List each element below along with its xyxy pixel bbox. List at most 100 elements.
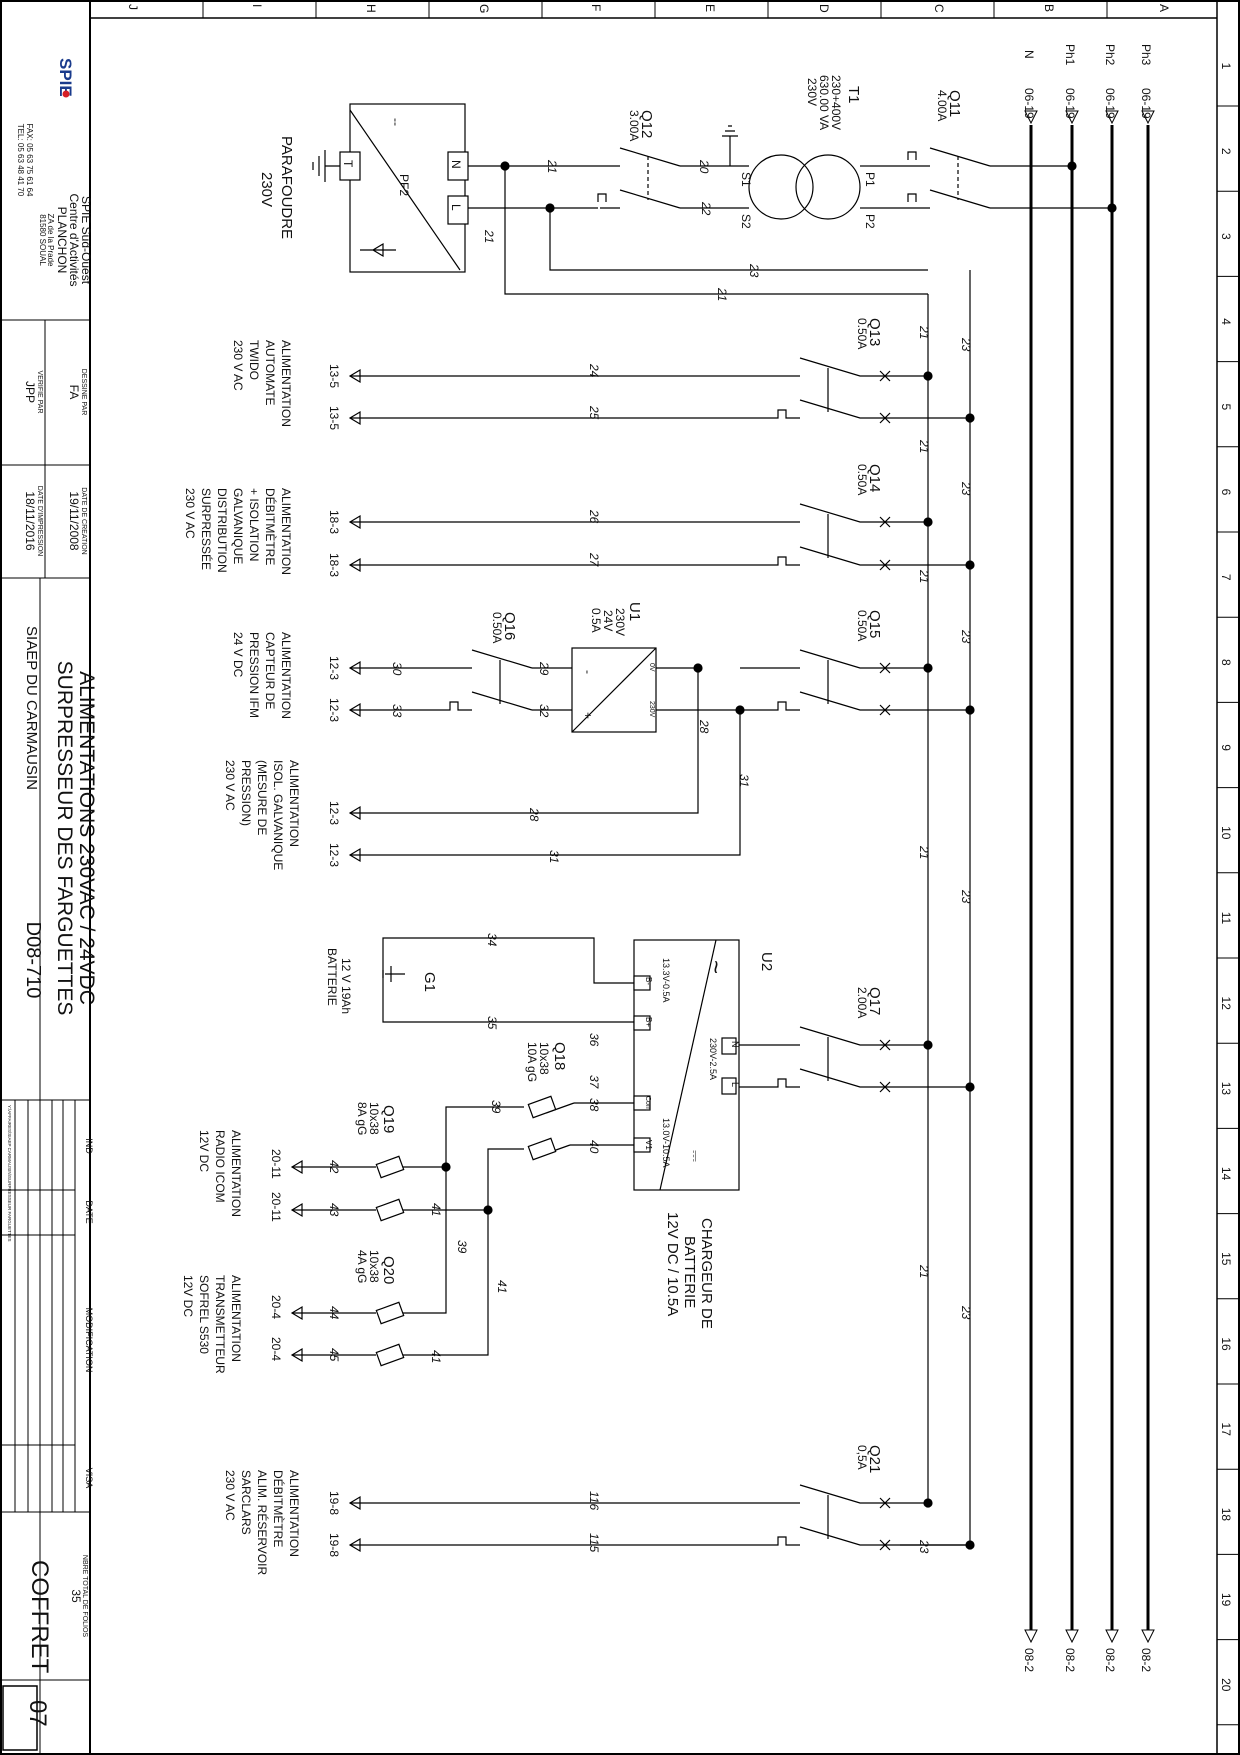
wire-number: 28: [697, 719, 711, 734]
load-caption-q13: ALIMENTATION: [279, 340, 293, 427]
wire-number: 26: [587, 509, 601, 524]
bus-n: N: [1022, 50, 1036, 59]
off-page-arrow: [348, 660, 361, 863]
main-buses: [1024, 110, 1155, 1644]
grid-row-h: H: [364, 4, 378, 13]
q19-rating: 8A gG: [355, 1102, 369, 1135]
rev-col-ind: IND: [84, 1138, 94, 1154]
branch-feed: [900, 521, 970, 566]
grid-row-e: E: [703, 4, 717, 12]
junction-dot: [965, 705, 975, 715]
pf2-dashes: --: [389, 118, 403, 126]
wire-number: 25: [587, 405, 601, 420]
wire-number: 23: [917, 1539, 931, 1554]
wire-number: 28: [527, 807, 541, 822]
company-line: 81580 SOUAL: [38, 214, 47, 266]
load-caption-q21: SARCLARS: [239, 1470, 253, 1535]
tel: TEL: 05 63 48 41 70: [16, 124, 25, 197]
grid-col-6: 6: [1219, 489, 1233, 496]
company-name: SPIE Sud-Ouest: [79, 196, 93, 285]
page-ref: 12-3: [327, 801, 341, 825]
breaker-contact: [799, 357, 900, 419]
grid-row-d: D: [817, 4, 831, 13]
breaker-pole-mark: [879, 1497, 891, 1551]
pf2-t: T: [341, 160, 355, 168]
u2-in-spec: 230V-2.5A: [708, 1038, 718, 1080]
grid-col-3: 3: [1219, 233, 1233, 240]
bus-ref-in: 06-19: [1103, 88, 1117, 119]
branch-feed: [900, 1044, 970, 1088]
created-date: 19/11/2008: [67, 491, 81, 550]
u2-id: U2: [758, 952, 775, 971]
u1-spec: 230V: [613, 608, 627, 636]
q15-id: Q15: [866, 610, 883, 638]
wire-number: 41: [495, 1280, 509, 1293]
load-caption-q21: ALIM. RÉSERVOIR: [255, 1470, 270, 1575]
load-caption-iso: ISOL. GALVANIQUE: [271, 760, 285, 870]
t1-id: T1: [845, 86, 862, 104]
grid-col-15: 15: [1219, 1252, 1233, 1266]
bus-ph2: Ph2: [1103, 44, 1117, 66]
u2-bminus: B-: [644, 977, 653, 985]
t1-p2: P2: [863, 214, 877, 229]
u2-com: Com: [644, 1096, 651, 1111]
page-ref: 20-4: [269, 1337, 283, 1361]
q21-id: Q21: [866, 1445, 883, 1473]
printed-label: DATE D'IMPRESSION: [36, 486, 43, 556]
wire-number: 23: [959, 481, 973, 496]
wire-number: 21: [917, 325, 931, 339]
g1-spec: 12 V 19Ah: [339, 958, 353, 1014]
fax: FAX: 05 63 75 61 64: [25, 124, 34, 197]
load-caption-q20: 12V DC: [181, 1275, 195, 1317]
q17-rating: 2.00A: [855, 987, 869, 1018]
load-caption-q13: TWIDO: [247, 340, 261, 380]
grid-col-12: 12: [1219, 997, 1233, 1011]
q18-rating: 10A gG: [525, 1042, 539, 1082]
q18-size: 10x38: [537, 1042, 551, 1075]
q19-size: 10x38: [367, 1102, 381, 1135]
load-caption-q21: 230 V AC: [223, 1470, 237, 1521]
wire-number: 41: [429, 1350, 443, 1363]
off-page-arrow: [348, 1495, 361, 1553]
rev-col-visa: VISA: [84, 1468, 94, 1489]
file-path: Y:\AFFAIRES\SIAEP CARMAUSIN\SURPRESSEUR …: [7, 1105, 12, 1241]
grid-col-11: 11: [1219, 912, 1233, 925]
q13-rating: 0.50A: [855, 318, 869, 349]
grid-row-j: J: [126, 4, 140, 10]
folio-count-label: NBRE TOTAL DE FOLIOS: [81, 1555, 88, 1638]
q14-id: Q14: [866, 464, 883, 492]
wire-number: 22: [699, 201, 713, 216]
wire-number: 23: [959, 889, 973, 904]
wire-number: 20: [697, 159, 711, 174]
page-ref: 20-11: [269, 1149, 283, 1179]
bus-ref-out: 08-2: [1139, 1648, 1153, 1672]
grid-col-18: 18: [1219, 1508, 1233, 1522]
junction-dot: [965, 1082, 975, 1092]
junction-dot: [965, 413, 975, 423]
t1-spec: 630.00 VA: [817, 75, 831, 130]
wire-number: 23: [959, 629, 973, 644]
wire-number: 24: [587, 363, 601, 378]
breaker-contact: [799, 503, 900, 566]
bus-labels: Ph3 Ph2 Ph1 N 06-19 06-19 06-19 06-19 08…: [1022, 44, 1153, 1672]
q12-rating: 3.00A: [627, 110, 641, 141]
breaker-contact: [799, 1026, 900, 1088]
branch-feed: [900, 667, 970, 711]
grid-col-4: 4: [1219, 318, 1233, 325]
pf2-caption: PARAFOUDRE: [278, 136, 295, 239]
grid-col-2: 2: [1219, 148, 1233, 155]
grid-col-9: 9: [1219, 744, 1233, 751]
wire-number: 21: [917, 845, 931, 859]
junction-dot: [923, 1040, 933, 1050]
u1-0v: 0V: [648, 663, 655, 672]
grid-col-19: 19: [1219, 1593, 1233, 1607]
wire-number: 21: [482, 229, 496, 243]
wire-number: 21: [917, 1264, 931, 1278]
load-caption-q19: 12V DC: [197, 1130, 211, 1172]
wire-number: 27: [587, 552, 601, 568]
page-ref: 20-4: [269, 1295, 283, 1319]
page-ref: 20-11: [269, 1192, 283, 1222]
q14-rating: 0.50A: [855, 464, 869, 495]
breaker-output: [350, 375, 800, 419]
